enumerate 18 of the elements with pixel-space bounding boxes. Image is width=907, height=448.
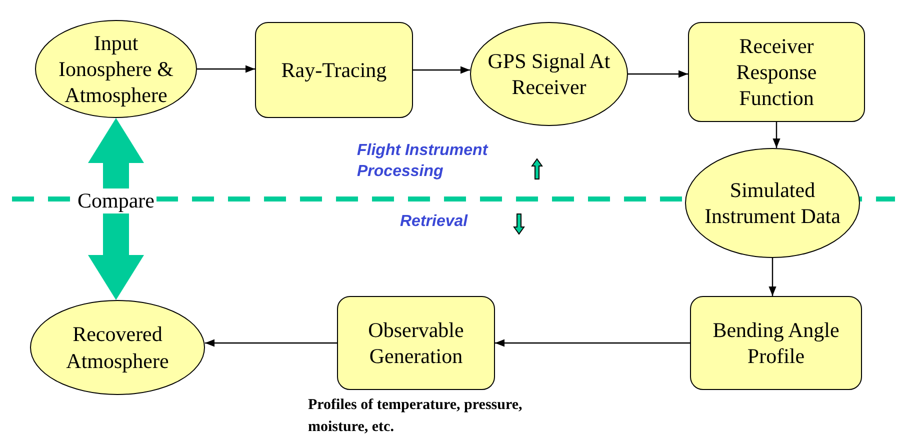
section-label: Retrieval (400, 212, 469, 232)
terminal-ellipse: Recovered Atmosphere (30, 300, 205, 395)
terminal-ellipse: Simulated Instrument Data (685, 148, 860, 258)
arrow (205, 339, 337, 347)
arrow (768, 258, 776, 296)
process-box: Bending Angle Profile (690, 296, 862, 390)
note-text: Profiles of temperature, pressure, moisture, etc. (308, 396, 524, 437)
arrow (772, 122, 780, 148)
edge-label: Compare (76, 188, 156, 214)
arrow (197, 65, 255, 73)
section-label: Flight Instrument Processing (357, 141, 490, 182)
process-box: Ray-Tracing (255, 22, 413, 118)
terminal-ellipse: GPS Signal At Receiver (470, 22, 628, 126)
process-box: Receiver Response Function (688, 22, 865, 122)
terminal-ellipse: Input Ionosphere & Atmosphere (35, 20, 197, 118)
arrow (495, 339, 690, 347)
arrow (413, 66, 470, 74)
arrow (628, 70, 688, 78)
